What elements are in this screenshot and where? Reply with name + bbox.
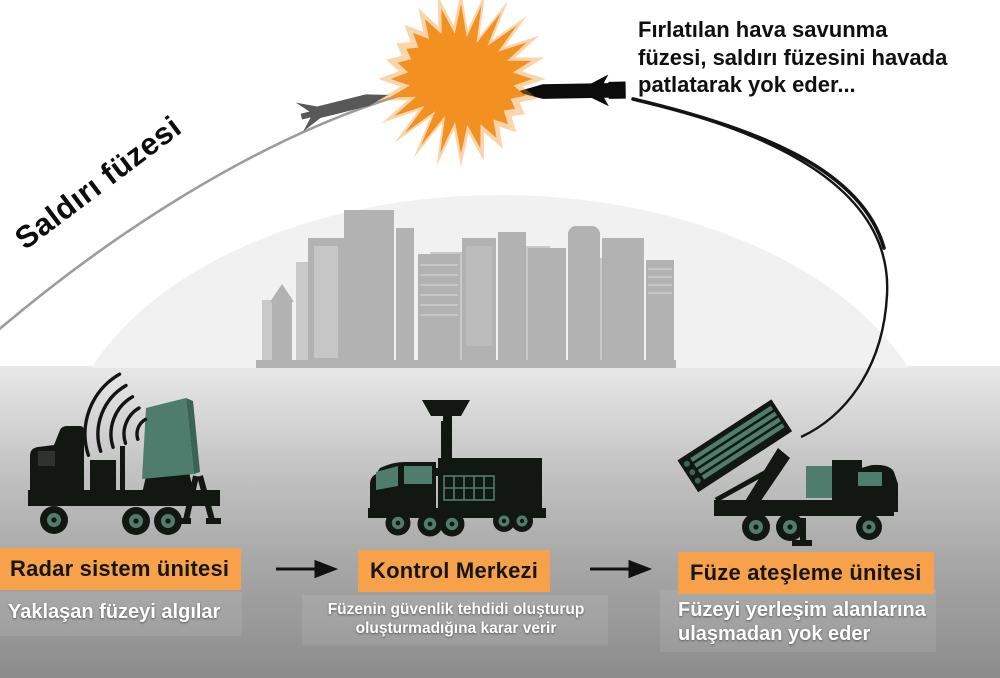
unit-title-launcher: Füze ateşleme ünitesi <box>678 552 934 594</box>
launcher-cab-window <box>858 472 882 486</box>
control-center-vehicle <box>368 400 546 537</box>
caption-band-launcher <box>660 590 936 652</box>
radar-wheels <box>40 506 182 535</box>
flow-arrow-1 <box>276 559 339 579</box>
defense-caption-line-1: Fırlatılan hava savunma <box>638 17 888 42</box>
unit-title-control: Kontrol Merkezi <box>358 550 551 592</box>
unit-desc-launcher-line-2: ulaşmadan yok eder <box>678 623 871 645</box>
caption-band-radar <box>0 592 242 636</box>
defense-caption-line-3: patlatarak yok eder... <box>638 72 856 97</box>
control-wheels <box>385 510 533 537</box>
defense-missile-icon <box>515 74 626 107</box>
launcher-wheels <box>742 513 882 541</box>
attack-missile-icon <box>295 94 389 132</box>
defense-missile-trajectory-thick <box>631 97 886 250</box>
radar-cab-window <box>38 451 55 466</box>
launcher-cabin-box <box>806 466 832 498</box>
defense-caption: Fırlatılan hava savunma füzesi, saldırı … <box>638 16 1000 99</box>
unit-desc-control: Füzenin güvenlik tehdidi oluşturup oluşt… <box>312 601 600 638</box>
radar-antenna-panel <box>142 398 194 479</box>
control-windshield <box>376 466 398 490</box>
unit-desc-launcher-line-1: Füzeyi yerleşim alanlarına <box>678 599 926 621</box>
flow-arrow-2 <box>590 559 653 579</box>
explosion-icon <box>376 0 546 167</box>
launcher-tubes <box>677 399 793 493</box>
attack-missile-trajectory <box>0 94 399 331</box>
flow-arrows <box>276 559 653 579</box>
unit-desc-control-line-2: oluşturmadığına karar verir <box>355 619 557 637</box>
unit-desc-radar: Yaklaşan füzeyi algılar <box>8 601 221 623</box>
control-equipment-rack <box>443 475 495 501</box>
protected-city-dome <box>91 195 909 368</box>
caption-band-control <box>302 595 608 645</box>
radar-vehicle <box>28 372 221 535</box>
launcher-vehicle <box>677 399 898 546</box>
city-skyline <box>256 210 676 368</box>
unit-desc-control-line-1: Füzenin güvenlik tehdidi oluşturup <box>327 601 585 618</box>
unit-desc-launcher: Füzeyi yerleşim alanlarına ulaşmadan yok… <box>678 598 926 646</box>
unit-title-radar: Radar sistem ünitesi <box>0 548 242 590</box>
radar-waves-icon <box>83 372 148 457</box>
defense-caption-line-2: füzesi, saldırı füzesini havada <box>638 44 948 70</box>
